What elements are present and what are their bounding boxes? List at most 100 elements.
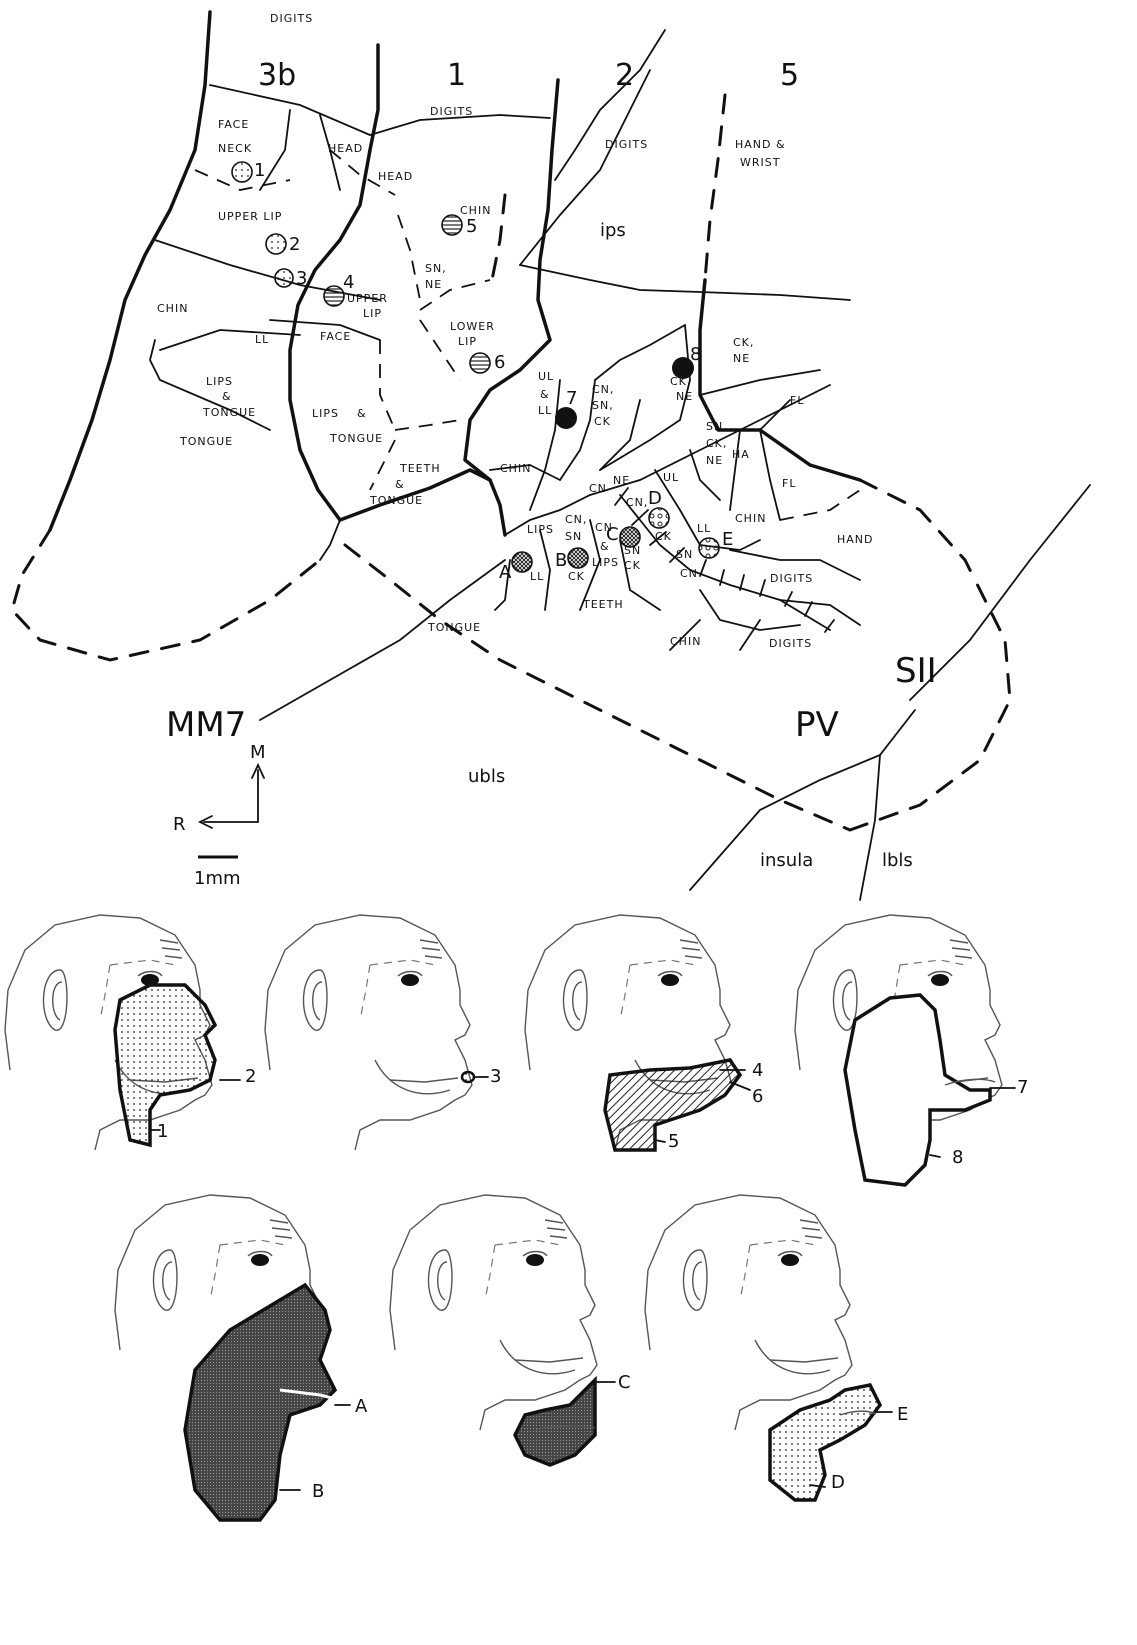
region-label: CHIN [735,512,766,525]
site-label: 2 [289,234,300,255]
region-label: NE [733,352,750,365]
region-label: CHIN [500,462,531,475]
region-label: SN [565,530,582,543]
area-sii-label: SII [895,651,937,691]
site-marker [568,548,588,568]
region-label: CK [568,570,585,583]
face-7-label-E: E [897,1404,908,1425]
site-marker [324,286,344,306]
face-1-label-2: 2 [245,1066,256,1087]
region-label: & [357,407,367,420]
region-label: LL [255,333,269,346]
region-label: TONGUE [202,406,256,419]
region-label: CK, [706,437,727,450]
area-3b-label: 3b [258,58,296,93]
medial-label: M [250,742,266,763]
sulcus-ubls-label: ubls [468,766,505,787]
region-label: FL [790,394,804,407]
region-label: & [222,390,232,403]
site-marker [649,508,669,528]
receptive-field-face-7 [645,1195,892,1500]
site-label: 7 [566,388,577,409]
receptive-field-face-3 [525,915,750,1150]
region-label: CK [624,559,641,572]
site-label: 3 [296,268,307,289]
site-label: 8 [690,344,701,365]
region-label: DIGITS [770,572,813,585]
site-label: 5 [466,216,477,237]
site-label: C [606,524,619,545]
face-3-label-4: 4 [752,1060,763,1081]
area-1-label: 1 [447,58,466,93]
region-label: & [395,478,405,491]
region-label: NE [613,474,630,487]
region-label: LL [530,570,544,583]
rostral-label: R [173,814,186,835]
region-label: TONGUE [179,435,233,448]
site-label: E [722,529,733,550]
receptive-field-face-6 [390,1195,615,1465]
region-label: SN [676,548,693,561]
site-label: 6 [494,352,505,373]
face-4-label-8: 8 [952,1147,963,1168]
orientation-arrows [198,765,264,857]
region-label: HA [732,448,750,461]
region-label: FACE [218,118,249,131]
site-label: 4 [343,272,354,293]
region-label: SN, [592,399,614,412]
area-5-label: 5 [780,58,799,93]
region-label: CK, [733,336,754,349]
receptive-field-face-1 [5,915,240,1150]
region-label: FL [782,477,796,490]
region-label: CK [594,415,611,428]
region-label: CHIN [157,302,188,315]
region-label: HAND [837,533,874,546]
area-boundaries [12,12,1090,900]
receptive-field-face-4 [795,915,1015,1185]
area-2-label: 2 [615,58,634,93]
region-label: LIP [363,307,382,320]
receptive-field-face-2 [265,915,488,1150]
site-marker [275,269,293,287]
site-marker [266,234,286,254]
region-label: FACE [320,330,351,343]
site-marker [442,215,462,235]
site-label: 1 [254,160,265,181]
region-label: NE [425,278,442,291]
region-label: NECK [218,142,252,155]
site-marker [620,527,640,547]
area-mm7-label: MM7 [166,705,246,745]
site-marker [699,538,719,558]
receptive-field-face-5 [115,1195,350,1520]
region-label: UL [538,370,554,383]
region-label: LIPS [206,375,233,388]
region-label: CN [680,567,698,580]
region-label: UL [663,471,679,484]
region-label: TONGUE [329,432,383,445]
site-marker [232,162,252,182]
face-4-label-7: 7 [1017,1077,1028,1098]
region-label: CN, [565,513,587,526]
region-label: LL [697,522,711,535]
region-label: TEETH [399,462,441,475]
face-5-label-A: A [355,1396,368,1417]
region-label: DIGITS [605,138,648,151]
region-label: HEAD [328,142,363,155]
region-label: LIPS [527,523,554,536]
site-label: D [648,488,662,509]
face-2-label-3: 3 [490,1066,501,1087]
site-marker [555,407,577,429]
region-label: CN, [626,496,648,509]
region-label: NE [706,454,723,467]
region-label: CHIN [670,635,701,648]
region-label: HEAD [378,170,413,183]
face-1-label-1: 1 [157,1121,168,1142]
region-label: DIGITS [769,637,812,650]
face-6-label-C: C [618,1372,631,1393]
site-label: B [555,550,567,571]
site-label: A [499,562,512,583]
region-label: CN, [592,383,614,396]
region-label: CN [589,482,607,495]
region-label: LL [538,404,552,417]
region-label: TONGUE [427,621,481,634]
